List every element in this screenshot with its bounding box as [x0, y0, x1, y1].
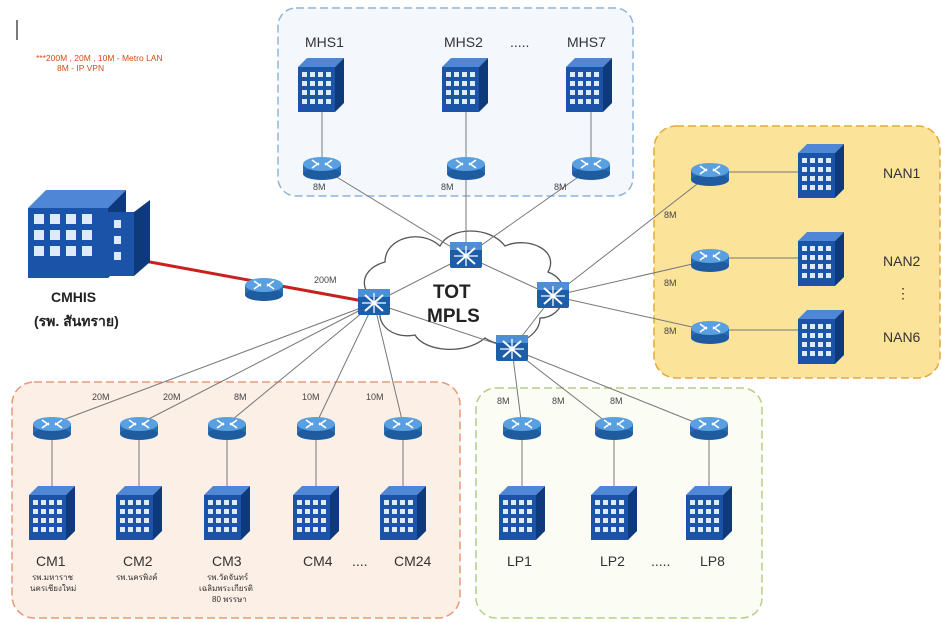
cm3-router-icon — [207, 416, 247, 441]
mhs1-building-icon — [298, 58, 344, 112]
lp-bw-label: 8M — [552, 396, 565, 406]
cmhis-thai-name: (รพ. สันทราย) — [34, 313, 119, 329]
nan6-building-icon — [798, 310, 844, 364]
lp-bw-label: 8M — [610, 396, 623, 406]
cmhis-name: CMHIS — [51, 289, 96, 305]
cm-bw-label: 20M — [92, 392, 110, 402]
mhs2-router-icon — [446, 156, 486, 181]
core-router-right-icon — [536, 281, 570, 309]
lp-bw-label: 8M — [497, 396, 510, 406]
nan-cluster — [653, 125, 941, 379]
legend-line-1: ***200M , 20M , 10M - Metro LAN — [36, 53, 163, 63]
mhs-bw-label: 8M — [313, 182, 326, 192]
cm3-building-icon — [204, 486, 250, 540]
cm3-subtitle-line3: 80 พรรษา — [212, 595, 247, 604]
cm1-router-icon — [32, 416, 72, 441]
mhs-ellipsis: ..... — [510, 34, 529, 50]
lp2-building-icon — [591, 486, 637, 540]
nan-bw-label: 8M — [664, 326, 677, 336]
cm-ellipsis: .... — [352, 553, 368, 569]
lp1-router-icon — [502, 416, 542, 441]
lp-site-label: LP1 — [507, 553, 532, 569]
core-router-left-icon — [357, 288, 391, 316]
core-router-top-icon — [449, 241, 483, 269]
mhs-bw-label: 8M — [554, 182, 567, 192]
cm1-subtitle-line2: นครเชียงใหม่ — [30, 584, 76, 593]
core-label-line2: MPLS — [427, 306, 480, 327]
nan-site-label: NAN6 — [883, 329, 921, 345]
nan2-router-icon — [690, 248, 730, 273]
lp8-router-icon — [689, 416, 729, 441]
nan-site-label: NAN1 — [883, 165, 921, 181]
cm2-subtitle: รพ.นครพิงค์ — [116, 572, 157, 582]
nan-bw-label: 8M — [664, 210, 677, 220]
mhs-site-label: MHS7 — [567, 34, 606, 50]
cm1-subtitle-line1: รพ.มหาราช — [32, 573, 74, 582]
nan-bw-label: 8M — [664, 278, 677, 288]
mhs7-router-icon — [571, 156, 611, 181]
nan2-building-icon — [798, 232, 844, 286]
lp1-building-icon — [499, 486, 545, 540]
cm-bw-label: 10M — [366, 392, 384, 402]
cm-site-label: CM2 — [123, 553, 153, 569]
nan-site-label: NAN2 — [883, 253, 921, 269]
links — [51, 110, 798, 488]
nan1-building-icon — [798, 144, 844, 198]
cm-site-label: CM4 — [303, 553, 333, 569]
cm-site-label: CM24 — [394, 553, 432, 569]
nan6-router-icon — [690, 320, 730, 345]
cm4-building-icon — [293, 486, 339, 540]
nan-ellipsis: ⋮ — [896, 285, 910, 301]
cm-site-label: CM1 — [36, 553, 66, 569]
lp-site-label: LP2 — [600, 553, 625, 569]
cm24-building-icon — [380, 486, 426, 540]
cm24-router-icon — [383, 416, 423, 441]
cm-bw-label: 8M — [234, 392, 247, 402]
lp2-router-icon — [594, 416, 634, 441]
mpls-cloud — [363, 230, 565, 350]
mhs2-building-icon — [442, 58, 488, 112]
cm4-router-icon — [296, 416, 336, 441]
cm-bw-label: 10M — [302, 392, 320, 402]
cm-site-label: CM3 — [212, 553, 242, 569]
hq-router-icon — [244, 277, 284, 302]
mhs-site-label: MHS1 — [305, 34, 344, 50]
lp8-building-icon — [686, 486, 732, 540]
mhs7-building-icon — [566, 58, 612, 112]
legend-line-2: 8M - IP VPN — [57, 63, 104, 73]
cm-bw-label: 20M — [163, 392, 181, 402]
hq-bw: 200M — [314, 275, 337, 285]
cm3-subtitle-line2: เฉลิมพระเกียรติ — [199, 584, 253, 593]
core-label-line1: TOT — [433, 282, 471, 303]
mhs-site-label: MHS2 — [444, 34, 483, 50]
lp-site-label: LP8 — [700, 553, 725, 569]
cm2-building-icon — [116, 486, 162, 540]
lp-ellipsis: ..... — [651, 553, 670, 569]
cm3-subtitle-line1: รพ.วัดจันทร์ — [207, 572, 249, 582]
cm1-building-icon — [29, 486, 75, 540]
mhs-bw-label: 8M — [441, 182, 454, 192]
mhs1-router-icon — [302, 156, 342, 181]
nan1-router-icon — [690, 162, 730, 187]
cm2-router-icon — [119, 416, 159, 441]
core-router-bottom-icon — [495, 334, 529, 362]
cmhis-building — [28, 190, 150, 278]
